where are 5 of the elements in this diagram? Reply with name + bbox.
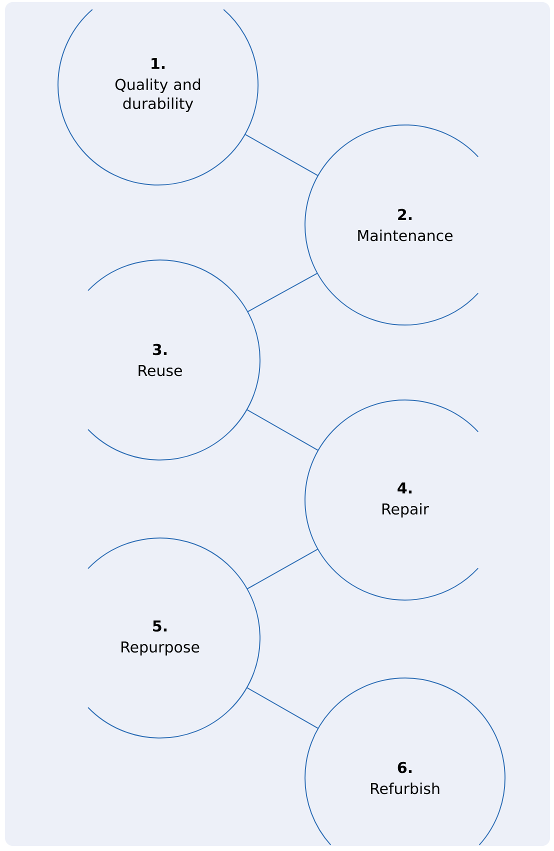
connector-line <box>247 272 318 312</box>
connector-line <box>244 134 318 176</box>
connector-line <box>246 409 318 451</box>
connector-line <box>246 548 318 590</box>
connector-line <box>246 687 318 729</box>
